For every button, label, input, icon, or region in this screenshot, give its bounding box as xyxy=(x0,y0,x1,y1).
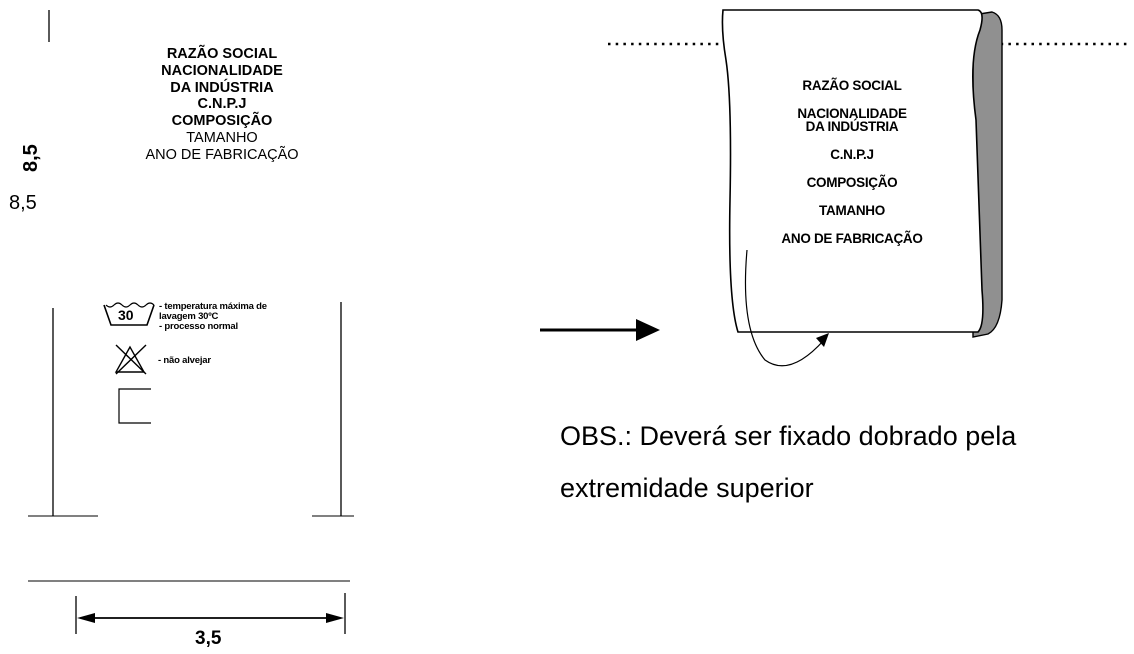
observation-note: OBS.: Deverá ser fixado dobrado pela ext… xyxy=(560,410,1120,514)
folded-label-line: ANO DE FABRICAÇÃO xyxy=(781,231,923,246)
label-field: TAMANHO xyxy=(186,129,258,146)
folded-label-text: RAZÃO SOCIAL NACIONALIDADE DA INDÚSTRIA … xyxy=(732,78,972,246)
height-dimension-rotated: 8,5 xyxy=(20,144,42,172)
wash-text-line: - temperatura máxima de xyxy=(159,301,267,312)
label-field-list: RAZÃO SOCIAL NACIONALIDADE DA INDÚSTRIA … xyxy=(110,46,334,164)
empty-box-icon xyxy=(118,388,151,424)
observation-line-2: extremidade superior xyxy=(560,473,814,503)
folded-label-line: RAZÃO SOCIAL xyxy=(802,78,902,93)
height-dimension-label: 8,5 xyxy=(9,192,37,214)
width-dim-arrow-right xyxy=(326,613,344,623)
folded-label-line: NACIONALIDADE xyxy=(797,106,907,121)
fold-curve-arrow xyxy=(744,249,825,367)
width-dimension-label: 3,5 xyxy=(195,628,222,649)
pointer-arrow xyxy=(540,319,660,341)
label-front-face xyxy=(721,9,984,333)
wash-text-line: lavagem 30ºC xyxy=(159,311,219,322)
observation-line-1: OBS.: Deverá ser fixado dobrado pela xyxy=(560,421,1017,451)
wash-instructions: - temperatura máxima de lavagem 30ºC - p… xyxy=(159,302,267,332)
folded-label-line: DA INDÚSTRIA xyxy=(805,119,899,134)
label-field: NACIONALIDADE xyxy=(161,62,283,79)
no-bleach-icon xyxy=(114,344,147,375)
fold-arrow-head xyxy=(816,333,829,347)
folded-label-line: TAMANHO xyxy=(819,203,885,218)
label-field: C.N.P.J xyxy=(197,96,247,113)
folded-label-drawing xyxy=(608,9,1130,367)
label-field: ANO DE FABRICAÇÃO xyxy=(145,146,299,163)
wash-text-line: - processo normal xyxy=(159,321,238,332)
label-field: DA INDÚSTRIA xyxy=(170,79,274,96)
folded-label-line: C.N.P.J xyxy=(830,147,874,162)
bleach-instruction: - não alvejar xyxy=(158,355,211,366)
label-field: RAZÃO SOCIAL xyxy=(166,46,278,62)
wash-temp-value: 30 xyxy=(118,307,134,323)
folded-label-line: COMPOSIÇÃO xyxy=(806,175,898,190)
width-dim-arrow-left xyxy=(77,613,95,623)
label-outline-drawing xyxy=(28,10,354,634)
wash-30-icon xyxy=(103,302,155,326)
label-field: COMPOSIÇÃO xyxy=(171,113,273,130)
